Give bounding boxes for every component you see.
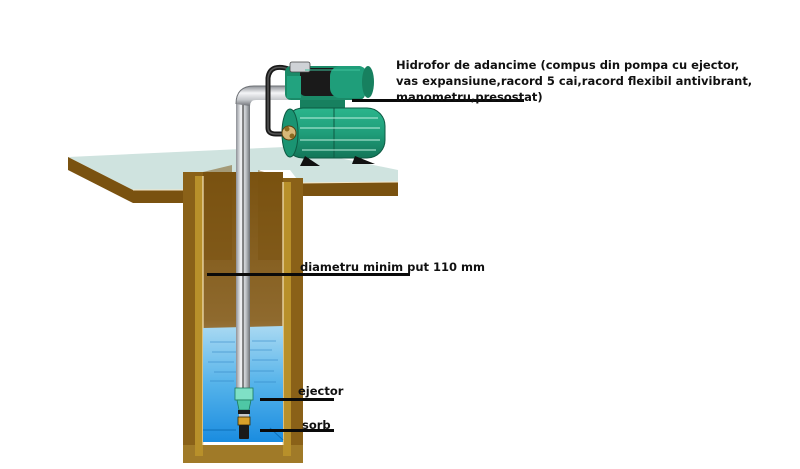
ejector-label: ejector [298, 384, 344, 398]
diameter-label: diametru minim put 110 mm [300, 260, 486, 274]
hydrophore-label-line2: vas expansiune,racord 5 cai,racord flexi… [396, 74, 753, 88]
sorb-leader-line [260, 429, 334, 432]
hydrophore-label: Hidrofor de adancime (compus din pompa c… [396, 57, 752, 105]
hydrophore-leader-line [352, 99, 524, 102]
ejector-leader-line [260, 398, 334, 401]
expansion-vessel [281, 107, 386, 166]
diameter-leader-line [207, 273, 410, 276]
hydrophore-label-line1: Hidrofor de adancime (compus din pompa c… [396, 58, 740, 72]
hydrophore-pump [285, 61, 374, 108]
hydrophore-label-line3: manometru,presostat) [396, 90, 543, 104]
sorb-label: sorb [302, 418, 331, 432]
suction-pipe [235, 85, 290, 390]
sorb [237, 414, 251, 439]
ejector [234, 387, 254, 414]
flexible-hose [265, 64, 293, 137]
